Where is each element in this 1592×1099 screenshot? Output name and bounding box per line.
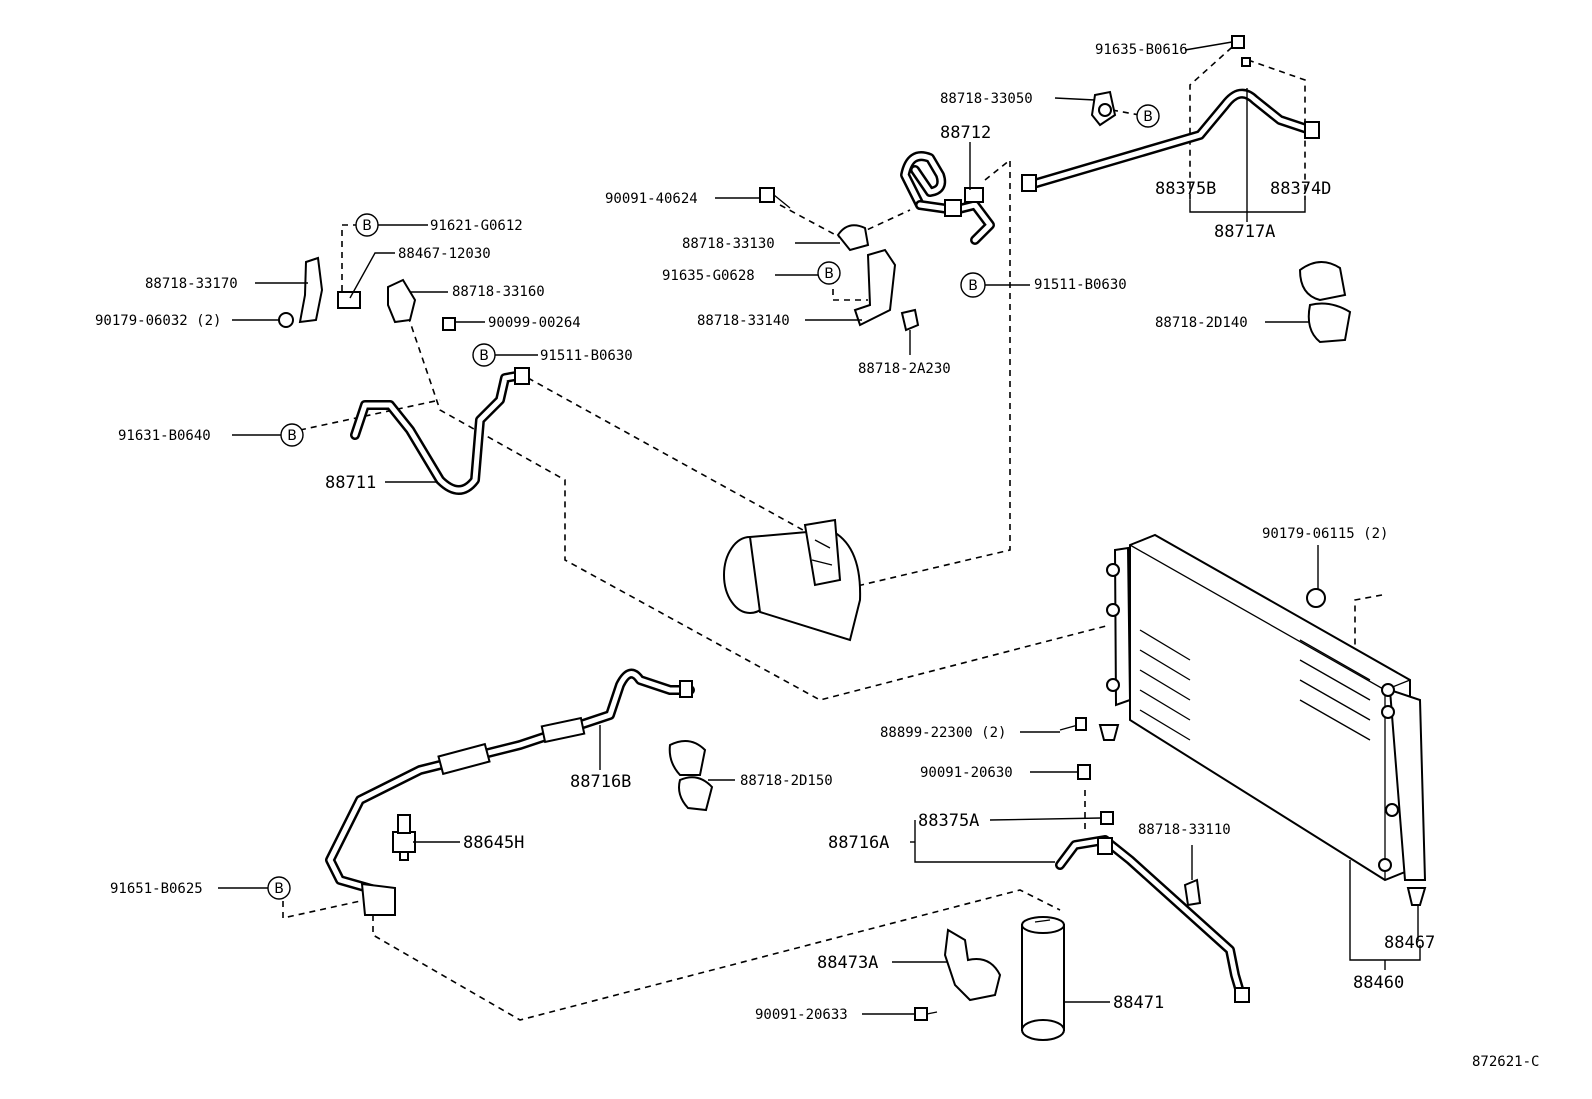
svg-text:B: B	[287, 428, 297, 444]
label-88467: 88467	[1384, 933, 1435, 953]
label-88712: 88712	[940, 123, 991, 143]
clamp-88718-2A230	[900, 308, 920, 332]
label-90179-06115: 90179-06115 (2)	[1262, 526, 1388, 542]
label-88718-33130: 88718-33130	[682, 236, 775, 252]
label-91631-B0640: 91631-B0640	[118, 428, 211, 444]
dashed-connection-lines	[282, 39, 1383, 1021]
svg-text:B: B	[362, 218, 372, 234]
clamp-88718-33050	[1090, 90, 1117, 127]
label-88471: 88471	[1113, 993, 1164, 1013]
label-90091-20633: 90091-20633	[755, 1007, 848, 1023]
pipe-88717A	[1021, 35, 1320, 192]
label-91511-B0630-left: 91511-B0630	[540, 348, 633, 364]
svg-text:B: B	[824, 266, 834, 282]
receiver-drier-88471	[1021, 916, 1065, 1041]
label-90091-40624: 90091-40624	[605, 191, 698, 207]
label-88473A: 88473A	[817, 953, 878, 973]
label-91511-B0630-top: 91511-B0630	[1034, 277, 1127, 293]
label-88899-22300: 88899-22300 (2)	[880, 725, 1006, 741]
b-marker: B	[355, 213, 379, 237]
label-90099-00264: 90099-00264	[488, 315, 581, 331]
diagram-code: 872621-C	[1472, 1054, 1539, 1070]
clamp-88718-33160	[387, 278, 417, 324]
label-88467-12030: 88467-12030	[398, 246, 491, 262]
b-marker: B	[960, 272, 986, 298]
b-marker: B	[267, 876, 291, 900]
pipe-88716B	[325, 668, 695, 916]
label-88718-2D150: 88718-2D150	[740, 773, 833, 789]
bolt-90091-20633	[914, 1007, 938, 1021]
label-88718-33170: 88718-33170	[145, 276, 238, 292]
b-marker: B	[1136, 104, 1160, 128]
svg-text:B: B	[1143, 109, 1153, 125]
sensor-88467	[1406, 887, 1427, 906]
condenser-88460	[1106, 533, 1427, 882]
label-88711: 88711	[325, 473, 376, 493]
bolt-90099-00264	[442, 317, 456, 331]
label-88718-33050: 88718-33050	[940, 91, 1033, 107]
bracket-88473A	[943, 928, 1002, 1002]
bolt-90091-40624	[759, 187, 791, 209]
label-90179-06032: 90179-06032 (2)	[95, 313, 221, 329]
svg-text:B: B	[479, 348, 489, 364]
label-91635-B0616: 91635-B0616	[1095, 42, 1188, 58]
label-91651-B0625: 91651-B0625	[110, 881, 203, 897]
label-88375A: 88375A	[918, 811, 979, 831]
hose-88711	[350, 367, 530, 495]
label-91621-G0612: 91621-G0612	[430, 218, 523, 234]
clamp-88718-2D150	[668, 740, 714, 812]
label-88718-33160: 88718-33160	[452, 284, 545, 300]
clamp-88718-33130	[836, 224, 870, 252]
compressor	[723, 518, 862, 642]
bracket-88718-33140	[853, 248, 897, 327]
label-88716A: 88716A	[828, 833, 889, 853]
bracket-88718-33170	[298, 256, 324, 324]
label-88375B: 88375B	[1155, 179, 1216, 199]
label-88645H: 88645H	[463, 833, 524, 853]
label-90091-20630: 90091-20630	[920, 765, 1013, 781]
b-marker: B	[472, 343, 496, 367]
label-88718-2A230: 88718-2A230	[858, 361, 951, 377]
sensor-88467-12030	[337, 291, 361, 309]
label-91635-G0628: 91635-G0628	[662, 268, 755, 284]
clamp-88718-33110	[1183, 878, 1202, 907]
label-88717A: 88717A	[1214, 222, 1275, 242]
bolt-88899-22300	[1059, 717, 1120, 741]
pipe-88716A	[1055, 811, 1250, 1003]
svg-text:B: B	[968, 278, 978, 294]
label-88460: 88460	[1353, 973, 1404, 993]
switch-88645H	[392, 814, 416, 861]
leader-lines	[218, 41, 1419, 1015]
label-88716B: 88716B	[570, 772, 631, 792]
clamp-88718-2D140	[1298, 261, 1352, 344]
label-88718-2D140: 88718-2D140	[1155, 315, 1248, 331]
callout-labels: 91635-B0616 88718-33050 88712 88375B 883…	[95, 42, 1539, 1070]
bolt-90091-20630	[1077, 764, 1091, 780]
nut-90179-06032	[278, 312, 294, 328]
label-88718-33110: 88718-33110	[1138, 822, 1231, 838]
svg-text:B: B	[274, 881, 284, 897]
b-marker: B	[280, 423, 304, 447]
label-88374D: 88374D	[1270, 179, 1331, 199]
b-marker: B	[817, 261, 841, 285]
label-88718-33140: 88718-33140	[697, 313, 790, 329]
pipe-88712	[900, 151, 995, 245]
nut-90179-06115	[1306, 588, 1326, 608]
